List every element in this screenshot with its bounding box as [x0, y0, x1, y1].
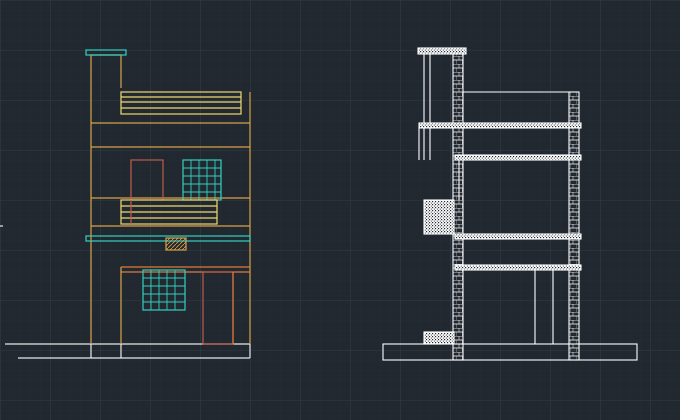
floor-slab-3: [454, 264, 582, 271]
balcony-rails: [121, 205, 217, 219]
ground-window: [142, 269, 186, 311]
slab-band: [91, 197, 250, 227]
building-outline: [90, 92, 251, 344]
ground-step: [90, 344, 251, 358]
lintel-block: [423, 199, 455, 235]
floor-slab-1: [454, 154, 582, 161]
ground-window-grid: [143, 270, 185, 310]
top-parapet: [120, 91, 242, 115]
tower-cap: [85, 49, 127, 56]
cross-section[interactable]: [382, 47, 638, 361]
tower-wall-left: [423, 54, 431, 160]
upper-window-grid: [183, 160, 221, 200]
parapet-rails: [121, 96, 241, 109]
right-wall: [568, 91, 580, 361]
plinth-block: [423, 331, 455, 345]
roof-slab-tower: [417, 47, 467, 55]
door-opening: [534, 270, 554, 344]
foundation: [382, 343, 638, 361]
vent: [165, 237, 187, 251]
front-elevation[interactable]: [0, 49, 251, 359]
floor-slab-2: [454, 233, 582, 240]
roof-slab: [418, 122, 582, 129]
balcony-line: [418, 128, 460, 200]
